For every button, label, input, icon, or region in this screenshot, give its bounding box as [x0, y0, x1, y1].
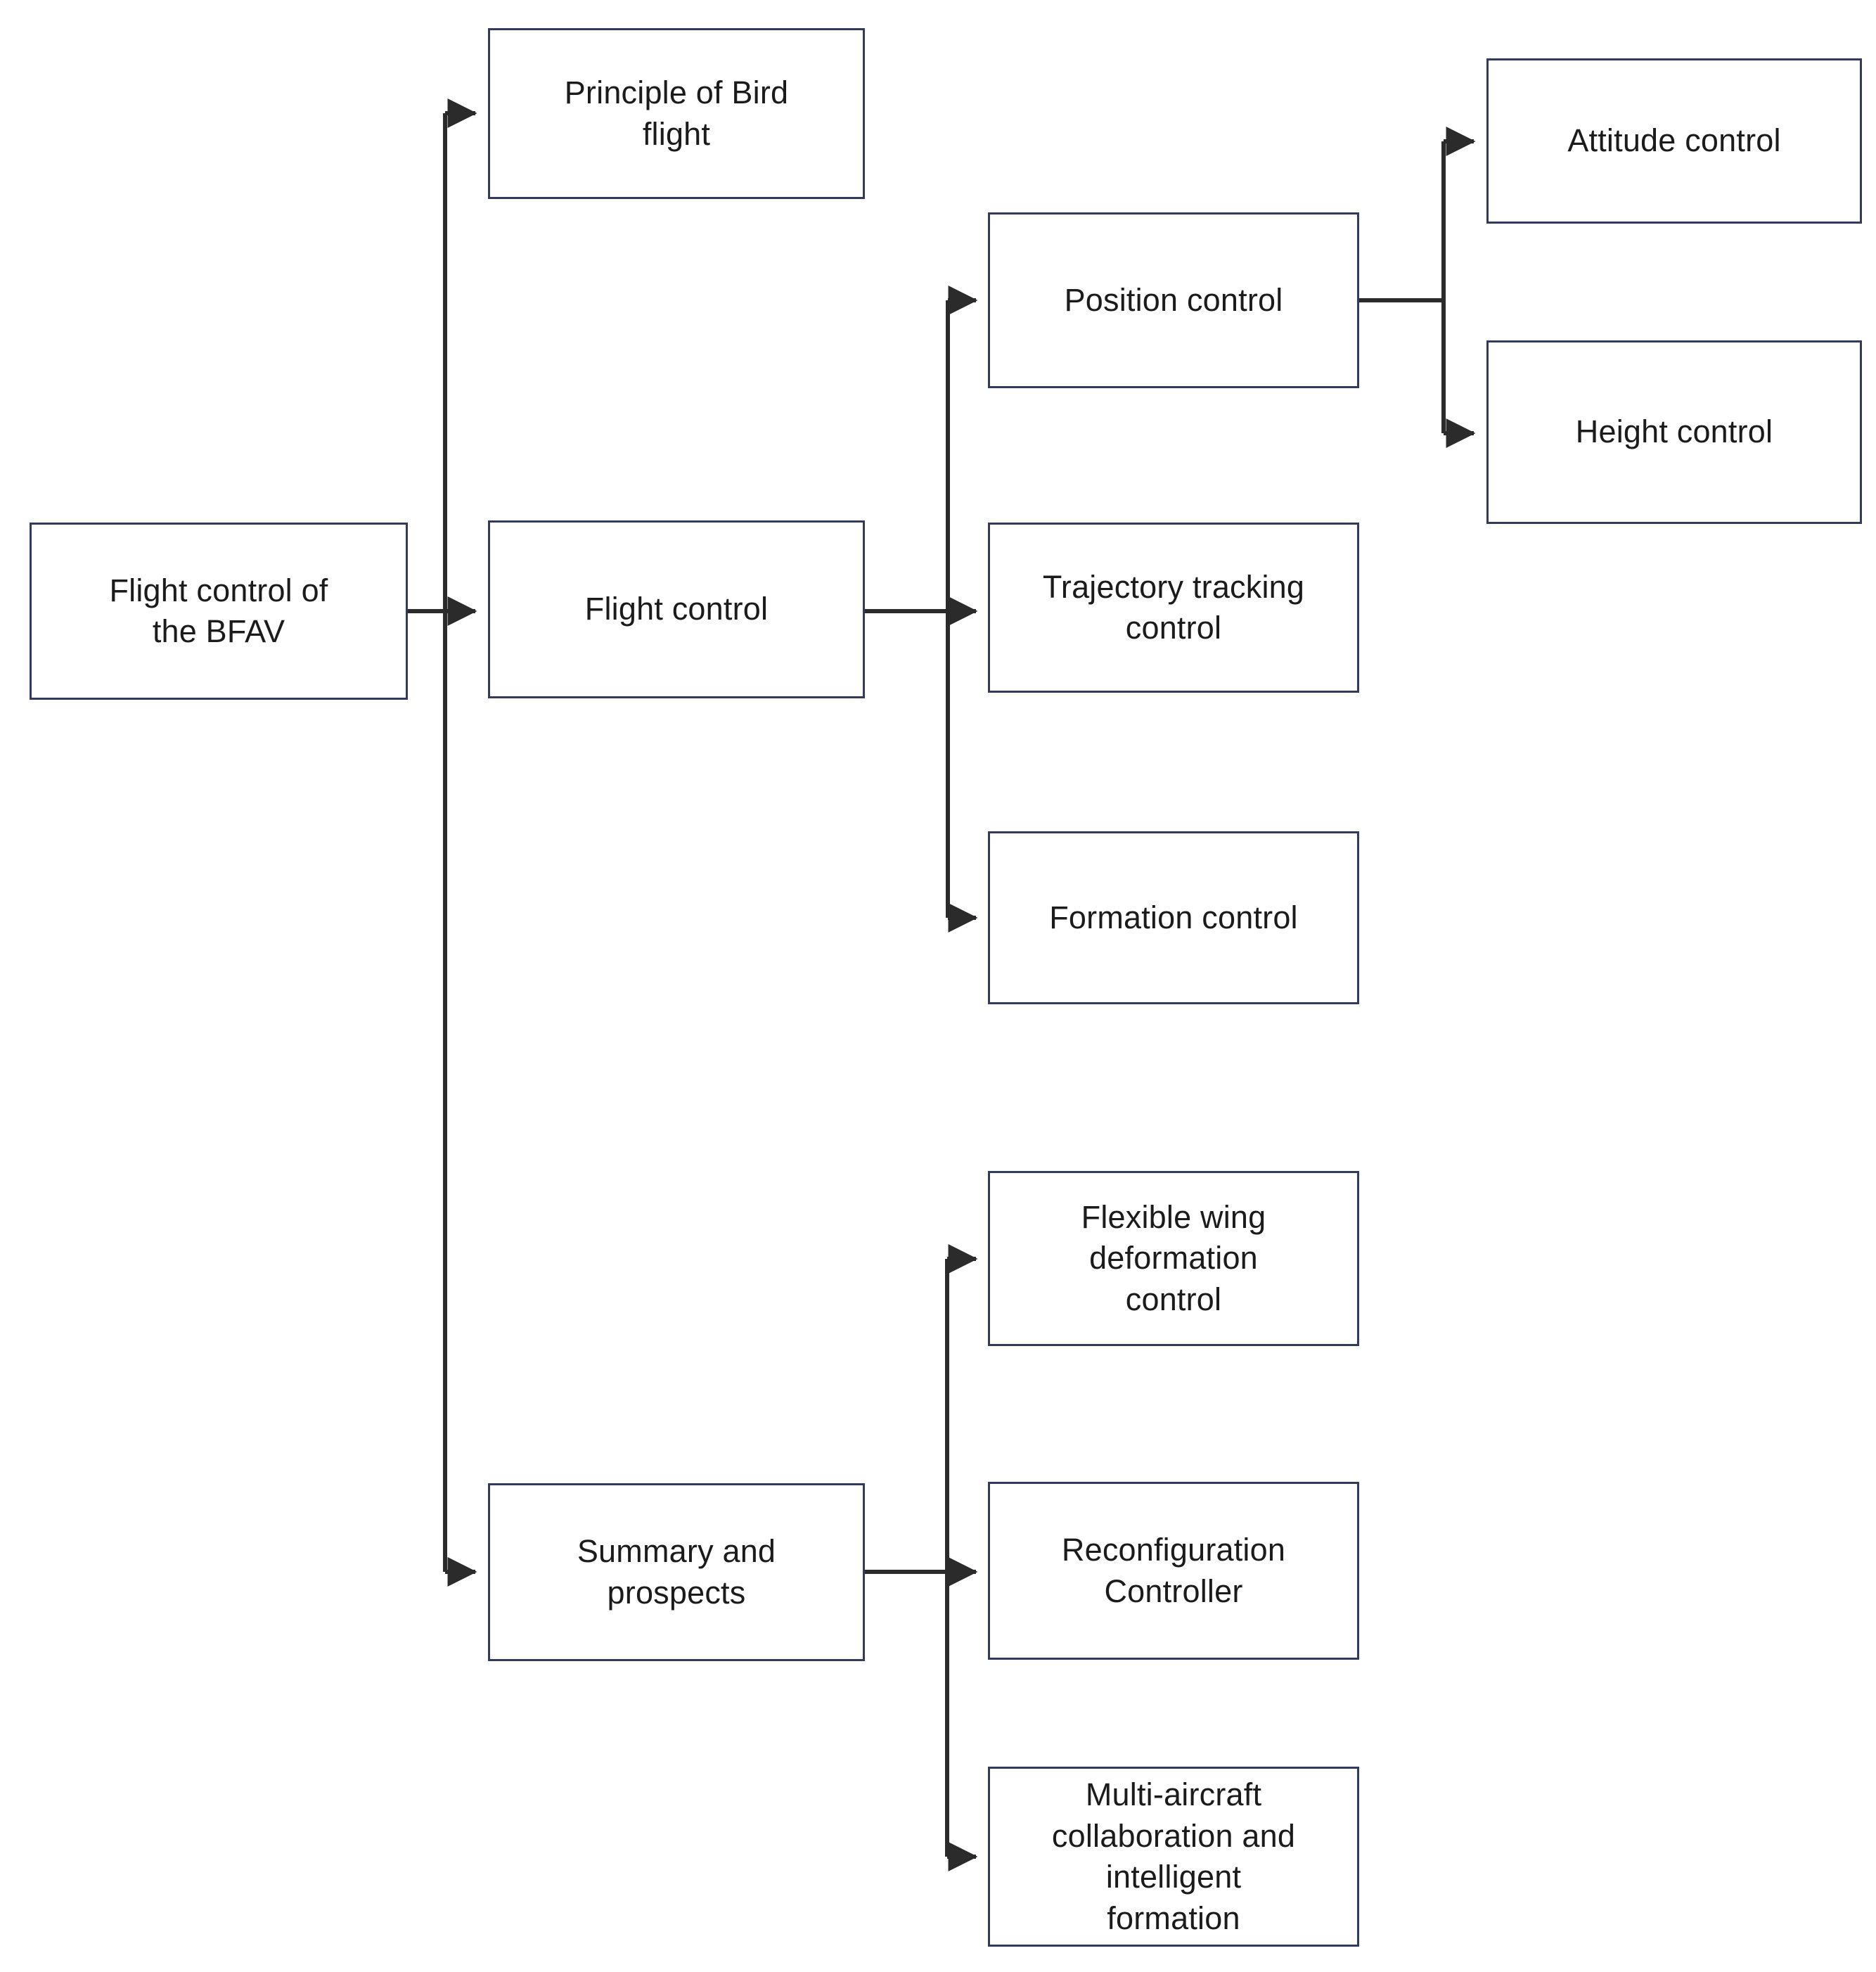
node-root-label: Flight control of the BFAV [109, 572, 328, 650]
node-summary-and-prospects-label: Summary and prospects [577, 1533, 776, 1611]
node-formation-control[interactable]: Formation control [988, 831, 1359, 1004]
node-reconfiguration-controller-label: Reconfiguration Controller [1061, 1532, 1286, 1609]
node-formation-control-label: Formation control [1049, 899, 1298, 935]
node-flight-control[interactable]: Flight control [488, 520, 865, 698]
node-attitude-control-label: Attitude control [1567, 122, 1781, 159]
node-principle-of-bird-flight[interactable]: Principle of Bird flight [488, 28, 865, 199]
node-position-control-label: Position control [1064, 281, 1283, 318]
node-flight-control-label: Flight control [584, 591, 769, 627]
node-principle-of-bird-flight-label: Principle of Bird flight [564, 75, 789, 152]
node-trajectory-tracking-control[interactable]: Trajectory tracking control [988, 523, 1359, 693]
node-flexible-wing-deformation-control-label: Flexible wing deformation control [1081, 1198, 1266, 1317]
node-height-control[interactable]: Height control [1486, 340, 1862, 524]
node-reconfiguration-controller[interactable]: Reconfiguration Controller [988, 1482, 1359, 1660]
node-height-control-label: Height control [1575, 414, 1773, 450]
node-position-control[interactable]: Position control [988, 212, 1359, 388]
node-trajectory-tracking-control-label: Trajectory tracking control [1042, 568, 1305, 646]
node-attitude-control[interactable]: Attitude control [1486, 58, 1862, 224]
node-flexible-wing-deformation-control[interactable]: Flexible wing deformation control [988, 1171, 1359, 1346]
node-summary-and-prospects[interactable]: Summary and prospects [488, 1483, 865, 1661]
node-root[interactable]: Flight control of the BFAV [30, 523, 408, 700]
node-multi-aircraft-collaboration[interactable]: Multi-aircraft collaboration and intelli… [988, 1767, 1359, 1947]
node-multi-aircraft-collaboration-label: Multi-aircraft collaboration and intelli… [1051, 1776, 1296, 1936]
